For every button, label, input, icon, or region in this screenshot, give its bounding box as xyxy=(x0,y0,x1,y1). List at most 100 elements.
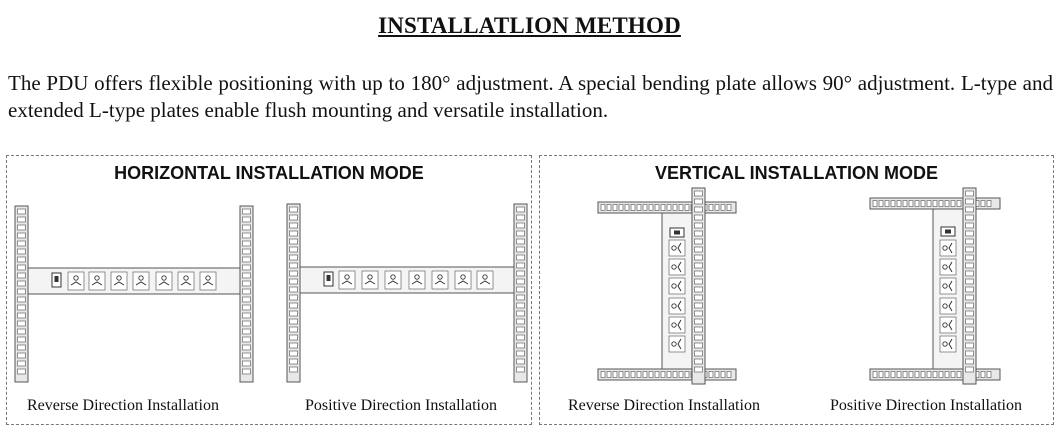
outlet-pin xyxy=(671,322,677,328)
rail-slot xyxy=(242,248,251,255)
rail-slot xyxy=(694,318,703,325)
rail-slot xyxy=(694,342,703,349)
power-outlet-icon xyxy=(384,270,402,290)
rail-slot xyxy=(600,204,606,211)
rail-slot xyxy=(884,371,890,378)
rail-slot xyxy=(694,302,703,309)
rail-slot xyxy=(289,342,298,349)
rail-slot xyxy=(678,371,684,378)
rail-slot xyxy=(618,204,624,211)
power-outlet-icon xyxy=(939,297,957,315)
rail-slot xyxy=(630,371,636,378)
switch-rocker xyxy=(945,229,951,234)
rail-slot xyxy=(872,371,878,378)
rail-slot xyxy=(242,312,251,319)
switch-rocker xyxy=(674,230,680,235)
power-outlet-icon xyxy=(668,316,686,334)
outlet-pin xyxy=(390,274,396,280)
outlet-pin xyxy=(948,300,953,312)
rail-slot xyxy=(965,286,974,293)
rail-slot xyxy=(289,230,298,237)
rail-slot xyxy=(902,371,908,378)
rail-slot xyxy=(654,371,660,378)
power-outlet-icon xyxy=(668,335,686,353)
outlet-pin xyxy=(948,242,953,254)
rail-slot xyxy=(612,204,618,211)
rail-slot xyxy=(289,326,298,333)
rail-slot xyxy=(17,224,26,231)
outlet-pin xyxy=(387,280,399,285)
rail-slot xyxy=(694,326,703,333)
rail-slot xyxy=(289,278,298,285)
rail-slot xyxy=(17,256,26,263)
rail-slot xyxy=(980,200,986,207)
rail-slot xyxy=(944,200,950,207)
rail-slot xyxy=(694,350,703,357)
rail-slot xyxy=(890,200,896,207)
rail-slot xyxy=(694,278,703,285)
rail-slot xyxy=(890,371,896,378)
rail-slot xyxy=(965,326,974,333)
rail-slot xyxy=(516,262,525,269)
outlet-pin xyxy=(91,281,103,286)
rail-slot xyxy=(965,238,974,245)
rail-slot xyxy=(516,214,525,221)
power-outlet-icon xyxy=(668,277,686,295)
rail-slot xyxy=(516,238,525,245)
rail-slot xyxy=(956,371,962,378)
outlet-pin xyxy=(94,275,100,281)
power-outlet-icon xyxy=(939,316,957,334)
outlet-pin xyxy=(677,338,682,350)
rail-slot xyxy=(642,371,648,378)
outlet-pin xyxy=(180,281,192,286)
rail-slot xyxy=(17,344,26,351)
rail-slot xyxy=(720,204,726,211)
horizontal-positive-caption: Positive Direction Installation xyxy=(305,397,497,414)
outlet-pin xyxy=(202,281,214,286)
rail-slot xyxy=(694,214,703,221)
rail-slot xyxy=(965,310,974,317)
outlet-pin xyxy=(677,261,682,273)
rail-slot xyxy=(516,350,525,357)
outlet-pin xyxy=(677,300,682,312)
outlet-pin xyxy=(671,245,677,251)
rail-slot xyxy=(965,230,974,237)
rail-slot xyxy=(965,318,974,325)
power-outlet-icon xyxy=(668,258,686,276)
outlet-pin xyxy=(460,274,466,280)
rail-slot xyxy=(694,270,703,277)
rail-slot xyxy=(708,204,714,211)
rail-slot xyxy=(694,190,703,197)
rail-slot xyxy=(289,270,298,277)
rail-slot xyxy=(914,200,920,207)
rail-slot xyxy=(678,204,684,211)
rail-slot xyxy=(926,200,932,207)
power-outlet-icon xyxy=(939,277,957,295)
rail-slot xyxy=(938,200,944,207)
outlet-pin xyxy=(482,274,488,280)
rail-slot xyxy=(242,280,251,287)
power-outlet-icon xyxy=(177,271,195,291)
outlet-pin xyxy=(73,275,79,281)
rail-slot xyxy=(516,334,525,341)
power-outlet-icon xyxy=(155,271,173,291)
rail-slot xyxy=(944,371,950,378)
outlet-pin xyxy=(437,274,443,280)
rail-slot xyxy=(242,216,251,223)
power-outlet-icon xyxy=(338,270,356,290)
outlet-pin xyxy=(411,280,423,285)
rail-slot xyxy=(896,371,902,378)
rail-slot xyxy=(914,371,920,378)
rail-slot xyxy=(17,312,26,319)
rail-slot xyxy=(630,204,636,211)
rail-slot xyxy=(920,200,926,207)
rail-slot xyxy=(516,318,525,325)
rail-slot xyxy=(694,246,703,253)
power-outlet-icon xyxy=(132,271,150,291)
switch-rocker xyxy=(54,276,59,282)
rail-slot xyxy=(684,371,690,378)
outlet-pin xyxy=(434,280,446,285)
rail-slot xyxy=(980,371,986,378)
outlet-pin xyxy=(113,281,125,286)
outlet-pin xyxy=(367,274,373,280)
